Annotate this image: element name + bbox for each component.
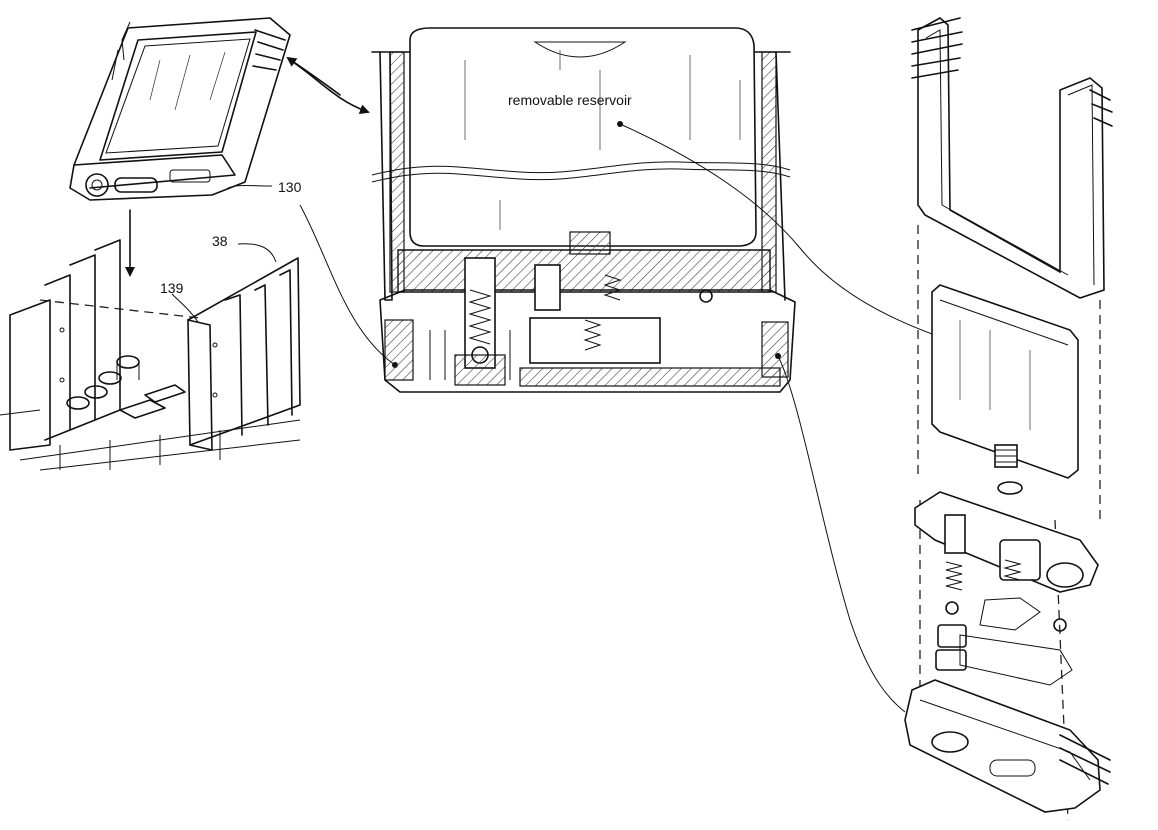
base-drawing bbox=[0, 239, 301, 471]
reference-number-130: 130 bbox=[278, 179, 302, 195]
cross-section-drawing bbox=[371, 27, 796, 393]
reference-number-38: 38 bbox=[212, 233, 228, 249]
cartridge-drawing bbox=[69, 17, 291, 201]
leader-139 bbox=[171, 293, 199, 323]
leader-base bbox=[777, 355, 906, 713]
leader-130 bbox=[299, 204, 396, 366]
exploded-view-drawing bbox=[904, 17, 1113, 821]
reservoir-label: removable reservoir bbox=[508, 92, 632, 108]
reference-number-139: 139 bbox=[160, 280, 184, 296]
leader-38 bbox=[237, 243, 277, 263]
leader-130-top bbox=[227, 185, 273, 189]
